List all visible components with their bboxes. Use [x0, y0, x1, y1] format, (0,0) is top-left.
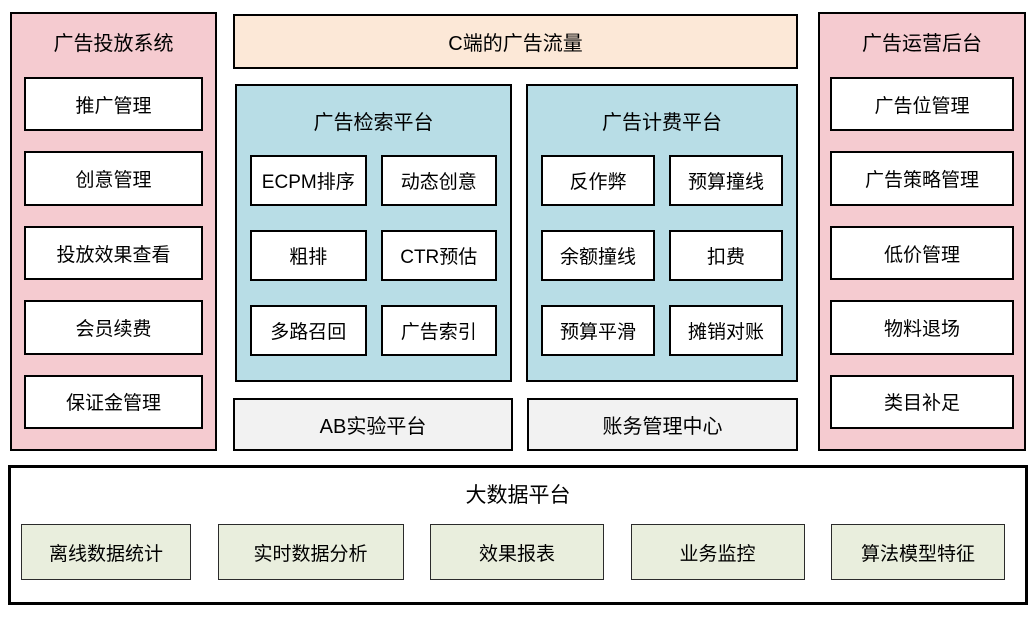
retrieval-item-ecpm-ranking: ECPM排序 [250, 155, 367, 206]
retrieval-item-ctr-estimation: CTR预估 [380, 230, 497, 281]
operation-item-low-price-management: 低价管理 [830, 225, 1014, 281]
ad-billing-platform-title: 广告计费平台 [602, 112, 722, 134]
billing-item-budget-smoothing: 预算平滑 [541, 305, 655, 356]
ad-operation-panel: 广告运营后台 广告位管理 广告策略管理 低价管理 物料退场 类目补足 [818, 12, 1026, 451]
ab-experiment-platform-box: AB实验平台 [233, 398, 513, 451]
bigdata-item-realtime-data-analysis: 实时数据分析 [217, 524, 404, 580]
ad-delivery-item-member-renewal: 会员续费 [24, 300, 203, 355]
ad-delivery-panel: 广告投放系统 推广管理 创意管理 投放效果查看 会员续费 保证金管理 [10, 12, 217, 451]
bigdata-item-algorithm-model-features: 算法模型特征 [831, 524, 1005, 580]
operation-item-category-supplement: 类目补足 [830, 374, 1014, 430]
bigdata-item-effect-report: 效果报表 [430, 524, 604, 580]
bigdata-platform-title: 大数据平台 [465, 484, 571, 507]
billing-item-deduction: 扣费 [669, 230, 783, 281]
ad-retrieval-platform-panel: 广告检索平台 ECPM排序 动态创意 粗排 CTR预估 多路召回 广告索引 [235, 84, 512, 382]
ad-delivery-item-promotion-management: 推广管理 [24, 77, 203, 132]
bigdata-item-offline-data-statistics: 离线数据统计 [21, 524, 191, 580]
ad-delivery-item-deposit-management: 保证金管理 [24, 374, 203, 430]
ad-retrieval-platform-title: 广告检索平台 [313, 112, 434, 134]
operation-item-ad-strategy-management: 广告策略管理 [830, 151, 1014, 206]
retrieval-item-coarse-ranking: 粗排 [250, 230, 367, 281]
retrieval-item-ad-index: 广告索引 [380, 305, 497, 356]
c-side-ad-traffic-banner: C端的广告流量 [233, 14, 798, 69]
ad-delivery-panel-title: 广告投放系统 [53, 33, 174, 55]
billing-item-budget-limit: 预算撞线 [669, 155, 783, 206]
ad-delivery-item-delivery-effect-view: 投放效果查看 [24, 225, 203, 281]
billing-item-balance-limit: 余额撞线 [541, 230, 655, 281]
operation-item-material-withdrawal: 物料退场 [830, 300, 1014, 355]
billing-item-anti-cheating: 反作弊 [541, 155, 655, 206]
ad-retrieval-grid: ECPM排序 动态创意 粗排 CTR预估 多路召回 广告索引 [250, 155, 497, 356]
bigdata-platform-panel: 大数据平台 离线数据统计 实时数据分析 效果报表 业务监控 算法模型特征 [8, 465, 1028, 605]
ad-delivery-item-creative-management: 创意管理 [24, 151, 203, 206]
bigdata-item-business-monitoring: 业务监控 [630, 524, 805, 580]
operation-item-ad-slot-management: 广告位管理 [830, 77, 1014, 132]
retrieval-item-multi-channel-recall: 多路召回 [250, 305, 367, 356]
ad-billing-platform-panel: 广告计费平台 反作弊 预算撞线 余额撞线 扣费 预算平滑 摊销对账 [526, 84, 798, 382]
bigdata-items-row: 离线数据统计 实时数据分析 效果报表 业务监控 算法模型特征 [11, 524, 1025, 580]
ad-billing-grid: 反作弊 预算撞线 余额撞线 扣费 预算平滑 摊销对账 [541, 155, 783, 356]
ad-operation-panel-title: 广告运营后台 [862, 33, 982, 55]
retrieval-item-dynamic-creative: 动态创意 [380, 155, 497, 206]
billing-item-amortization-reconciliation: 摊销对账 [669, 305, 783, 356]
finance-management-center-box: 账务管理中心 [527, 398, 798, 451]
